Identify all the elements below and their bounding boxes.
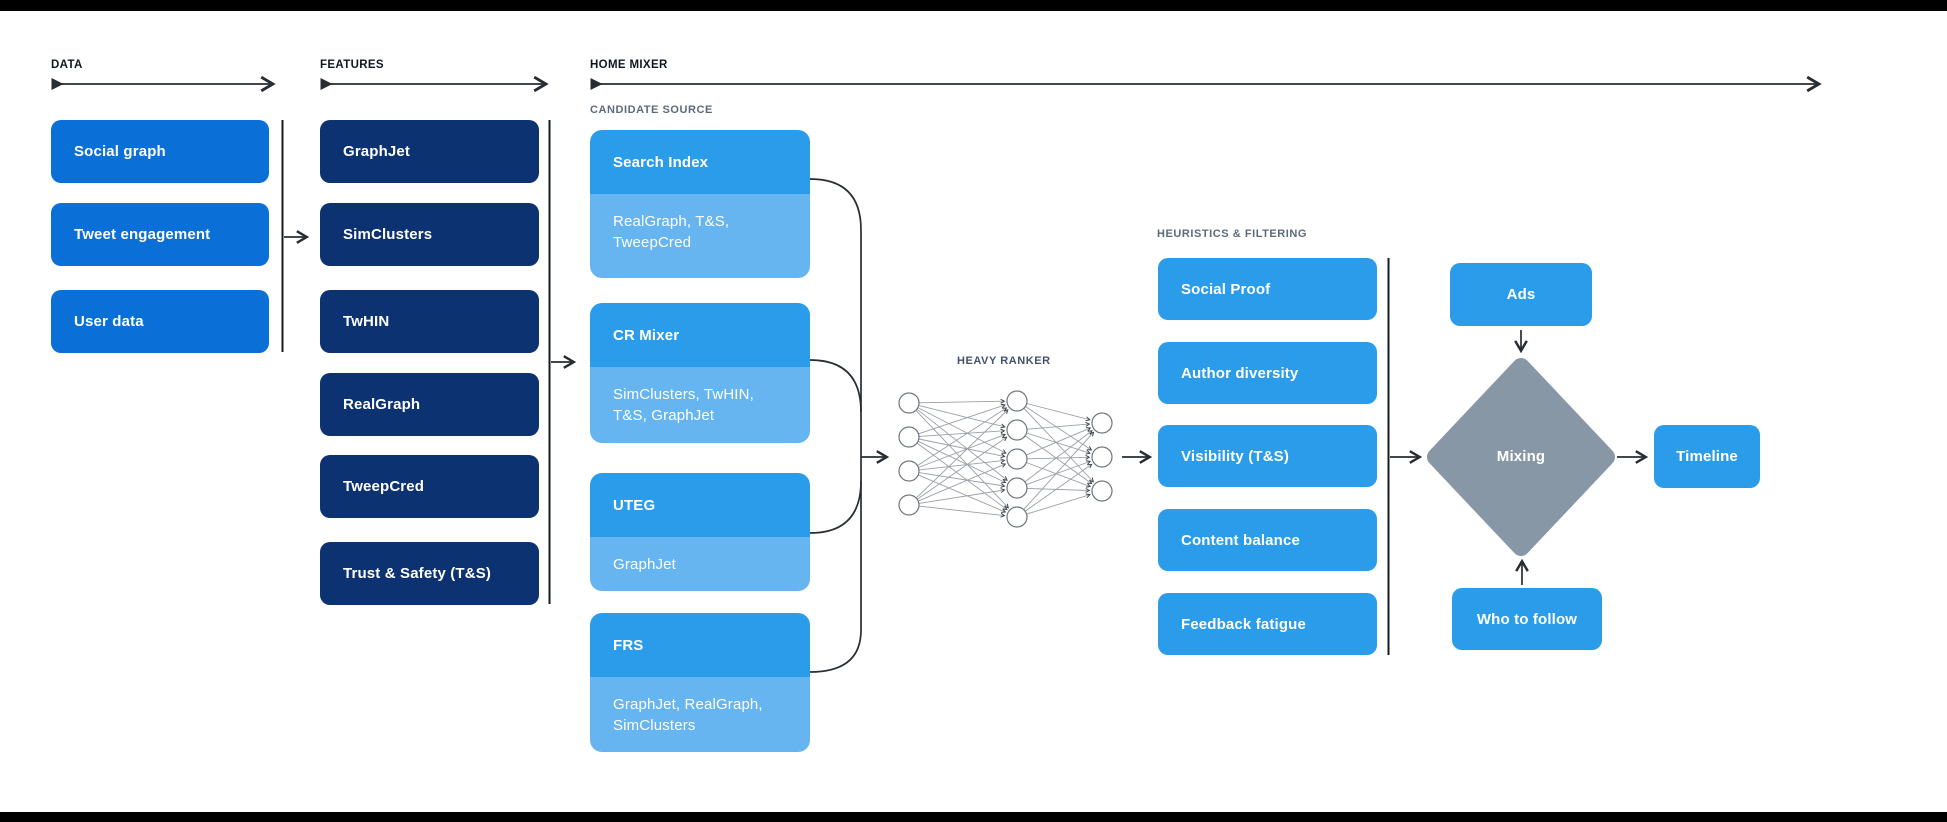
- heavy-ranker-network: [898, 390, 1113, 528]
- header-features: FEATURES: [320, 59, 384, 71]
- box-visibility-ts: Visibility (T&S): [1158, 425, 1377, 487]
- collector-frs-curve: [809, 629, 862, 673]
- candidate-search-index: Search Index RealGraph, T&S, TweepCred: [590, 130, 810, 278]
- box-trust-safety: Trust & Safety (T&S): [320, 542, 539, 605]
- mixing-label: Mixing: [1496, 448, 1546, 465]
- label-heuristics-filtering: HEURISTICS & FILTERING: [1157, 228, 1308, 240]
- box-ads: Ads: [1450, 263, 1592, 326]
- candidate-uteg: UTEG GraphJet: [590, 473, 810, 591]
- box-realgraph: RealGraph: [320, 373, 539, 436]
- collector-uteg-curve: [809, 480, 862, 534]
- box-tweepcred: TweepCred: [320, 455, 539, 518]
- collector-search-index-curve: [809, 178, 862, 231]
- box-twhin: TwHIN: [320, 290, 539, 353]
- candidate-frs-title: FRS: [590, 613, 810, 677]
- box-content-balance: Content balance: [1158, 509, 1377, 571]
- header-data: DATA: [51, 59, 83, 71]
- candidate-uteg-inputs: GraphJet: [590, 537, 810, 591]
- bottom-black-bar: [0, 812, 1947, 822]
- label-heavy-ranker: HEAVY RANKER: [957, 355, 1051, 367]
- candidate-frs: FRS GraphJet, RealGraph, SimClusters: [590, 613, 810, 752]
- candidate-cr-mixer: CR Mixer SimClusters, TwHIN, T&S, GraphJ…: [590, 303, 810, 443]
- box-social-graph: Social graph: [51, 120, 269, 183]
- box-graphjet: GraphJet: [320, 120, 539, 183]
- candidate-cr-mixer-title: CR Mixer: [590, 303, 810, 367]
- candidate-uteg-title: UTEG: [590, 473, 810, 537]
- box-tweet-engagement: Tweet engagement: [51, 203, 269, 266]
- candidate-cr-mixer-inputs: SimClusters, TwHIN, T&S, GraphJet: [590, 367, 810, 443]
- box-simclusters: SimClusters: [320, 203, 539, 266]
- header-home-mixer: HOME MIXER: [590, 59, 668, 71]
- candidate-frs-inputs: GraphJet, RealGraph, SimClusters: [590, 677, 810, 752]
- candidate-search-index-title: Search Index: [590, 130, 810, 194]
- candidate-search-index-inputs: RealGraph, T&S, TweepCred: [590, 194, 810, 278]
- mixing-diamond: [1427, 358, 1615, 556]
- collector-cr-mixer-curve: [809, 359, 862, 413]
- top-black-bar: [0, 0, 1947, 11]
- box-user-data: User data: [51, 290, 269, 353]
- label-candidate-source: CANDIDATE SOURCE: [590, 104, 713, 116]
- box-who-to-follow: Who to follow: [1452, 588, 1602, 650]
- box-social-proof: Social Proof: [1158, 258, 1377, 320]
- box-author-diversity: Author diversity: [1158, 342, 1377, 404]
- box-timeline: Timeline: [1654, 425, 1760, 488]
- box-feedback-fatigue: Feedback fatigue: [1158, 593, 1377, 655]
